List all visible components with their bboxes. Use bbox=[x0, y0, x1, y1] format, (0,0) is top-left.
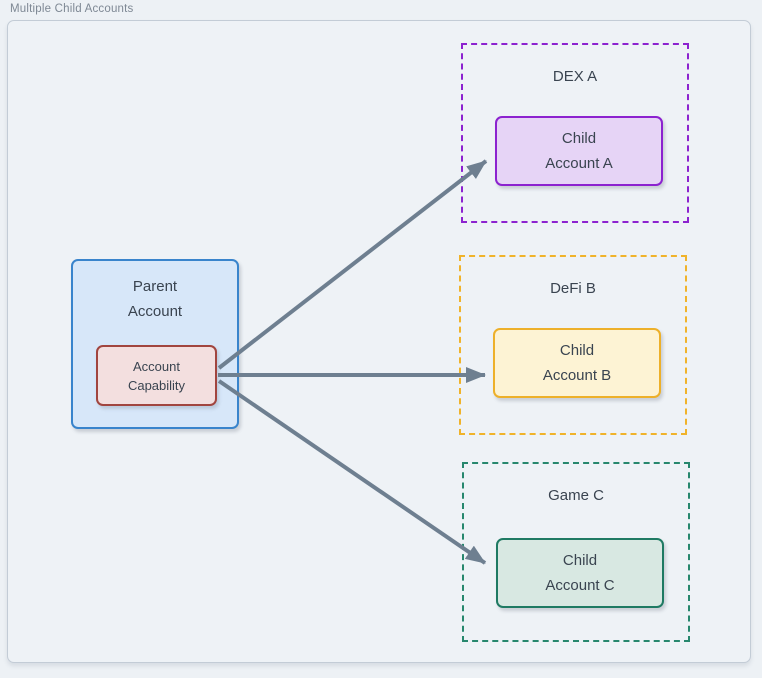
account-capability-node: Account Capability bbox=[96, 345, 217, 406]
child-a-label-line1: Child bbox=[561, 130, 597, 147]
game-c-group-label: Game C bbox=[548, 487, 604, 504]
parent-account-label: Parent Account bbox=[73, 274, 237, 324]
diagram-panel: Parent Account Account Capability DEX A … bbox=[7, 20, 751, 663]
child-b-label-line2: Account B bbox=[542, 367, 612, 384]
child-a-label-line2: Account A bbox=[545, 155, 613, 172]
dex-a-group-label: DEX A bbox=[552, 68, 598, 85]
parent-label-line1: Parent bbox=[132, 278, 178, 295]
child-b-label-line1: Child bbox=[559, 342, 595, 359]
child-account-b-node: Child Account B bbox=[493, 328, 661, 398]
child-c-label-line2: Account C bbox=[545, 577, 615, 594]
diagram-title: Multiple Child Accounts bbox=[10, 3, 134, 15]
child-account-c-node: Child Account C bbox=[496, 538, 664, 608]
capability-label-line2: Capability bbox=[127, 377, 186, 393]
child-c-label-line1: Child bbox=[562, 552, 598, 569]
parent-label-line2: Account bbox=[127, 303, 183, 320]
parent-account-node: Parent Account Account Capability bbox=[71, 259, 239, 429]
game-c-group: Game C Child Account C bbox=[462, 462, 690, 642]
capability-label-line1: Account bbox=[133, 358, 180, 374]
defi-b-group-label: DeFi B bbox=[550, 280, 596, 297]
defi-b-group: DeFi B Child Account B bbox=[459, 255, 687, 435]
child-account-a-node: Child Account A bbox=[495, 116, 663, 186]
dex-a-group: DEX A Child Account A bbox=[461, 43, 689, 223]
